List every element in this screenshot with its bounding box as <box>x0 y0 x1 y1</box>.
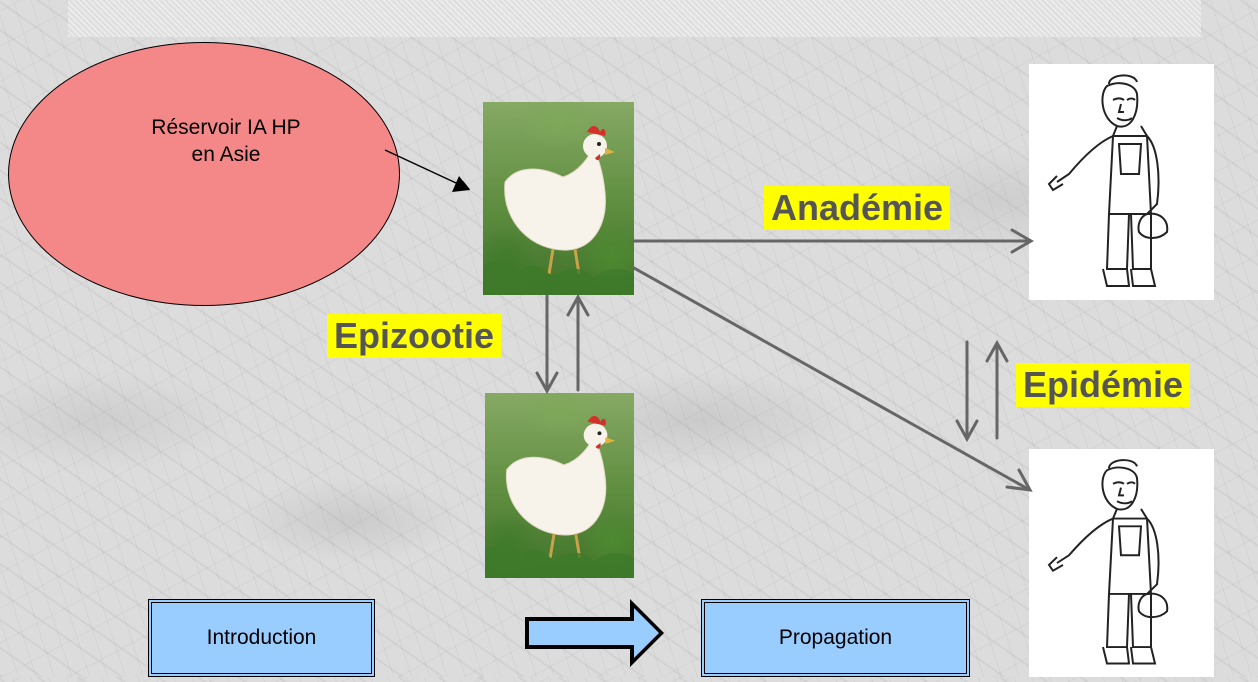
epizootie-label: Epizootie <box>327 314 501 358</box>
chicken-icon <box>483 126 634 295</box>
anademie-arrow <box>632 228 1034 254</box>
block-arrow-right-icon <box>525 599 664 667</box>
reservoir-arrowhead <box>452 176 470 192</box>
transmission-arrow <box>632 266 1033 492</box>
chicken-photo-bottom <box>485 393 634 578</box>
introduction-box: Introduction <box>148 599 375 677</box>
reservoir-to-chicken-arrow <box>384 149 470 190</box>
propagation-box: Propagation <box>701 599 970 677</box>
farmer-sketch-bottom <box>1029 449 1214 677</box>
farmer-icon <box>1047 459 1169 665</box>
reservoir-label-line1: Réservoir IA HP <box>151 116 301 139</box>
epizootie-arrows <box>535 293 590 395</box>
epidemie-label: Epidémie <box>1016 363 1191 407</box>
farmer-icon <box>1047 74 1169 287</box>
reservoir-ellipse: Réservoir IA HP en Asie <box>8 42 400 306</box>
chicken-photo-top <box>483 102 634 295</box>
chicken-icon <box>485 416 634 578</box>
epidemie-arrows <box>955 339 1009 443</box>
anademie-label: Anadémie <box>764 186 951 230</box>
reservoir-label-line2: en Asie <box>191 143 261 166</box>
farmer-sketch-top <box>1029 64 1214 300</box>
title-bar <box>68 0 1201 37</box>
